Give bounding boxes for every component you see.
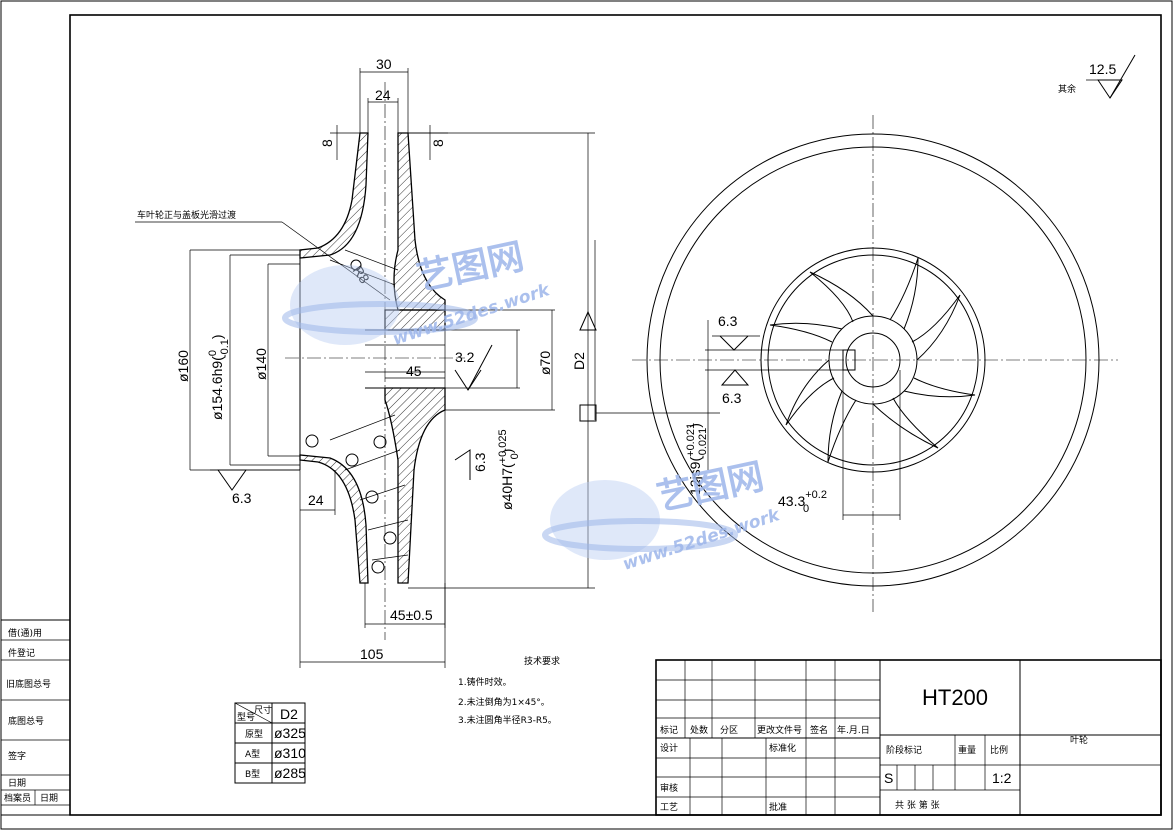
svg-text:型号: 型号 (237, 712, 255, 723)
svg-text:艺图网: 艺图网 (413, 236, 527, 299)
dim-24-bottom: 24 (308, 492, 324, 508)
d2-table: 尺寸 型号 D2 原型 ø325 A型 ø310 B型 ø285 (234, 702, 306, 784)
dim-phi154: ø154.6h9(0-0.1) (207, 334, 231, 420)
svg-text:12.5: 12.5 (1089, 61, 1116, 77)
svg-text:年.月.日: 年.月.日 (837, 724, 870, 736)
svg-text:共 张 第 张: 共 张 第 张 (895, 799, 940, 811)
svg-text:1:2: 1:2 (992, 770, 1012, 786)
d2-row-1-type: 原型 (245, 729, 263, 740)
dim-phi70: ø70 (537, 351, 553, 375)
svg-text:6.3: 6.3 (232, 490, 252, 506)
svg-text:处数: 处数 (690, 724, 708, 736)
strip-text-2: 件登记 (8, 647, 35, 659)
dim-24-top: 24 (375, 87, 391, 103)
svg-text:批准: 批准 (769, 801, 787, 813)
d2-row-2-value: ø310 (274, 745, 306, 761)
svg-text:阶段标记: 阶段标记 (886, 744, 922, 756)
technical-requirements: 技术要求 1.铸件时效。 2.未注倒角为1×45°。 3.未注圆角半径R3-R5… (458, 655, 560, 726)
dim-105: 105 (360, 646, 384, 662)
dim-keyway-12: 12js9(+0.021-0.021) (685, 423, 709, 495)
d2-header: D2 (280, 706, 298, 722)
roughness-6-3-left: 6.3 (210, 469, 300, 506)
strip-text-1: 借(通)用 (8, 627, 42, 639)
svg-text:重量: 重量 (958, 744, 976, 756)
dim-30: 30 (376, 56, 392, 72)
leader-note: 车叶轮正与盖板光滑过渡 (137, 209, 236, 221)
roughness-6-3-bore: 6.3 (454, 449, 488, 480)
d2-row-2-type: A型 (245, 749, 260, 760)
strip-text-7: 档案员 (4, 792, 31, 804)
watermark-2: 艺图网 www.52des.work (542, 456, 784, 575)
roughness-global: 其余 12.5 (1058, 54, 1136, 99)
svg-text:标记: 标记 (660, 724, 678, 736)
tech-title: 技术要求 (524, 655, 560, 667)
strip-text-5: 签字 (8, 750, 26, 762)
title-block: HT200 叶轮 标记 处数 分区 更改文件号 签名 年.月.日 设计 标准化 … (655, 659, 1162, 816)
svg-text:工艺: 工艺 (660, 802, 678, 813)
d2-row-1-value: ø325 (274, 725, 306, 741)
dim-phi40: ø40H7(+0.0250) (497, 429, 521, 510)
dim-phi140: ø140 (253, 348, 269, 380)
svg-text:6.3: 6.3 (472, 452, 488, 472)
dim-phi160: ø160 (175, 350, 191, 382)
dim-8-right: 8 (430, 139, 446, 147)
material: HT200 (922, 685, 988, 710)
d2-row-3-value: ø285 (274, 765, 306, 781)
strip-text-6: 日期 (8, 778, 26, 789)
strip-text-3: 旧底图总号 (6, 678, 51, 690)
dim-d2: D2 (571, 352, 587, 370)
section-view: 30 24 8 8 R8 车叶轮正与盖板光滑过渡 ø160 ø154.6h9(0… (135, 56, 720, 668)
svg-text:其余: 其余 (1058, 83, 1076, 95)
svg-text:比例: 比例 (990, 744, 1008, 756)
svg-text:设计: 设计 (660, 742, 678, 754)
dim-45-05: 45±0.5 (390, 607, 433, 623)
svg-text:6.3: 6.3 (722, 390, 742, 406)
tech-item-1: 1.铸件时效。 (458, 676, 512, 688)
svg-text:分区: 分区 (720, 725, 738, 736)
svg-text:签名: 签名 (810, 724, 828, 736)
d2-row-3-type: B型 (245, 769, 260, 780)
svg-text:S: S (884, 770, 893, 786)
tech-item-3: 3.未注圆角半径R3-R5。 (458, 714, 557, 726)
dim-45-hub: 45 (406, 363, 422, 379)
svg-text:更改文件号: 更改文件号 (757, 724, 802, 736)
strip-text-8: 日期 (40, 793, 58, 804)
svg-text:6.3: 6.3 (718, 313, 738, 329)
roughness-6-3-key-bottom: 6.3 (720, 369, 750, 406)
tech-item-2: 2.未注倒角为1×45°。 (458, 696, 550, 708)
left-strip: 借(通)用 件登记 旧底图总号 底图总号 签字 日期 档案员 日期 (0, 619, 71, 816)
svg-text:3.2: 3.2 (455, 349, 475, 365)
part-name: 叶轮 (1070, 734, 1088, 746)
svg-text:审核: 审核 (660, 782, 678, 794)
roughness-3-2-hub: 3.2 (454, 344, 493, 391)
roughness-6-3-key-top: 6.3 (712, 313, 760, 351)
svg-text:尺寸: 尺寸 (254, 704, 272, 716)
dim-8-left: 8 (319, 139, 335, 147)
svg-text:标准化: 标准化 (769, 742, 796, 754)
strip-text-4: 底图总号 (8, 715, 44, 727)
svg-text:艺图网: 艺图网 (653, 456, 767, 519)
